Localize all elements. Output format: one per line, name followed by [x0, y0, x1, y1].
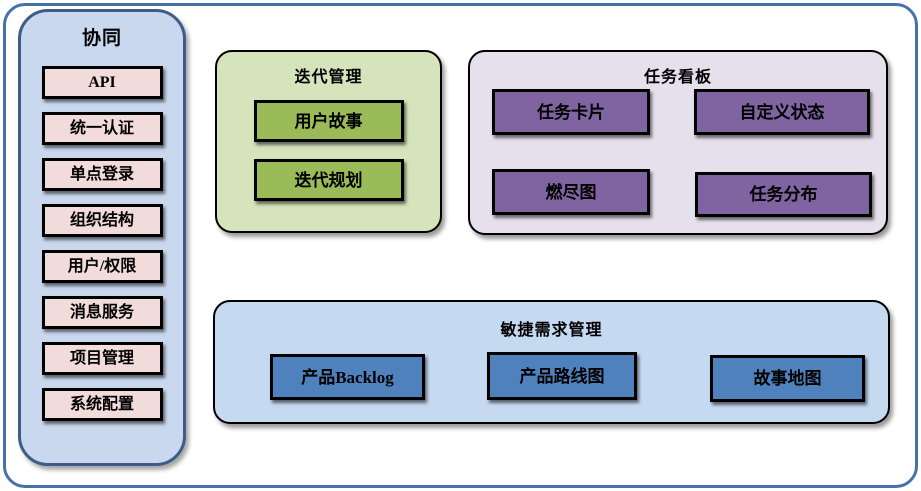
- iteration-management-panel: 迭代管理 用户故事 迭代规划: [215, 50, 442, 233]
- collaboration-panel: 协同 API 统一认证 单点登录 组织结构 用户/权限 消息服务 项目管理 系统…: [18, 9, 186, 466]
- agile-requirements-panel: 敏捷需求管理 产品Backlog 产品路线图 故事地图: [213, 300, 890, 424]
- sidebar-item-sso: 单点登录: [41, 158, 163, 191]
- box-task-card: 任务卡片: [492, 89, 650, 135]
- sidebar-item-org-structure: 组织结构: [41, 204, 163, 237]
- collaboration-panel-title: 协同: [81, 27, 122, 49]
- agile-requirements-title: 敏捷需求管理: [500, 320, 603, 339]
- box-custom-status: 自定义状态: [694, 89, 870, 135]
- task-kanban-panel: 任务看板 任务卡片 自定义状态 燃尽图 任务分布: [468, 50, 888, 235]
- sidebar-item-project-mgmt: 项目管理: [41, 342, 163, 375]
- box-story-map: 故事地图: [710, 355, 865, 402]
- sidebar-item-system-config: 系统配置: [41, 388, 163, 421]
- box-task-distribution: 任务分布: [695, 172, 872, 217]
- iteration-management-body: 用户故事 迭代规划: [253, 100, 404, 201]
- box-iteration-planning: 迭代规划: [253, 159, 404, 201]
- box-burndown-chart: 燃尽图: [492, 169, 650, 215]
- sidebar-item-user-permission: 用户/权限: [41, 250, 163, 283]
- sidebar-item-message-service: 消息服务: [41, 296, 163, 329]
- box-user-story: 用户故事: [253, 100, 404, 142]
- task-kanban-title: 任务看板: [643, 67, 712, 86]
- sidebar-item-unified-auth: 统一认证: [41, 112, 163, 145]
- box-product-roadmap: 产品路线图: [487, 352, 637, 400]
- iteration-management-title: 迭代管理: [294, 67, 363, 86]
- collaboration-item-list: API 统一认证 单点登录 组织结构 用户/权限 消息服务 项目管理 系统配置: [41, 66, 163, 421]
- sidebar-item-api: API: [41, 66, 163, 99]
- box-product-backlog: 产品Backlog: [270, 354, 425, 400]
